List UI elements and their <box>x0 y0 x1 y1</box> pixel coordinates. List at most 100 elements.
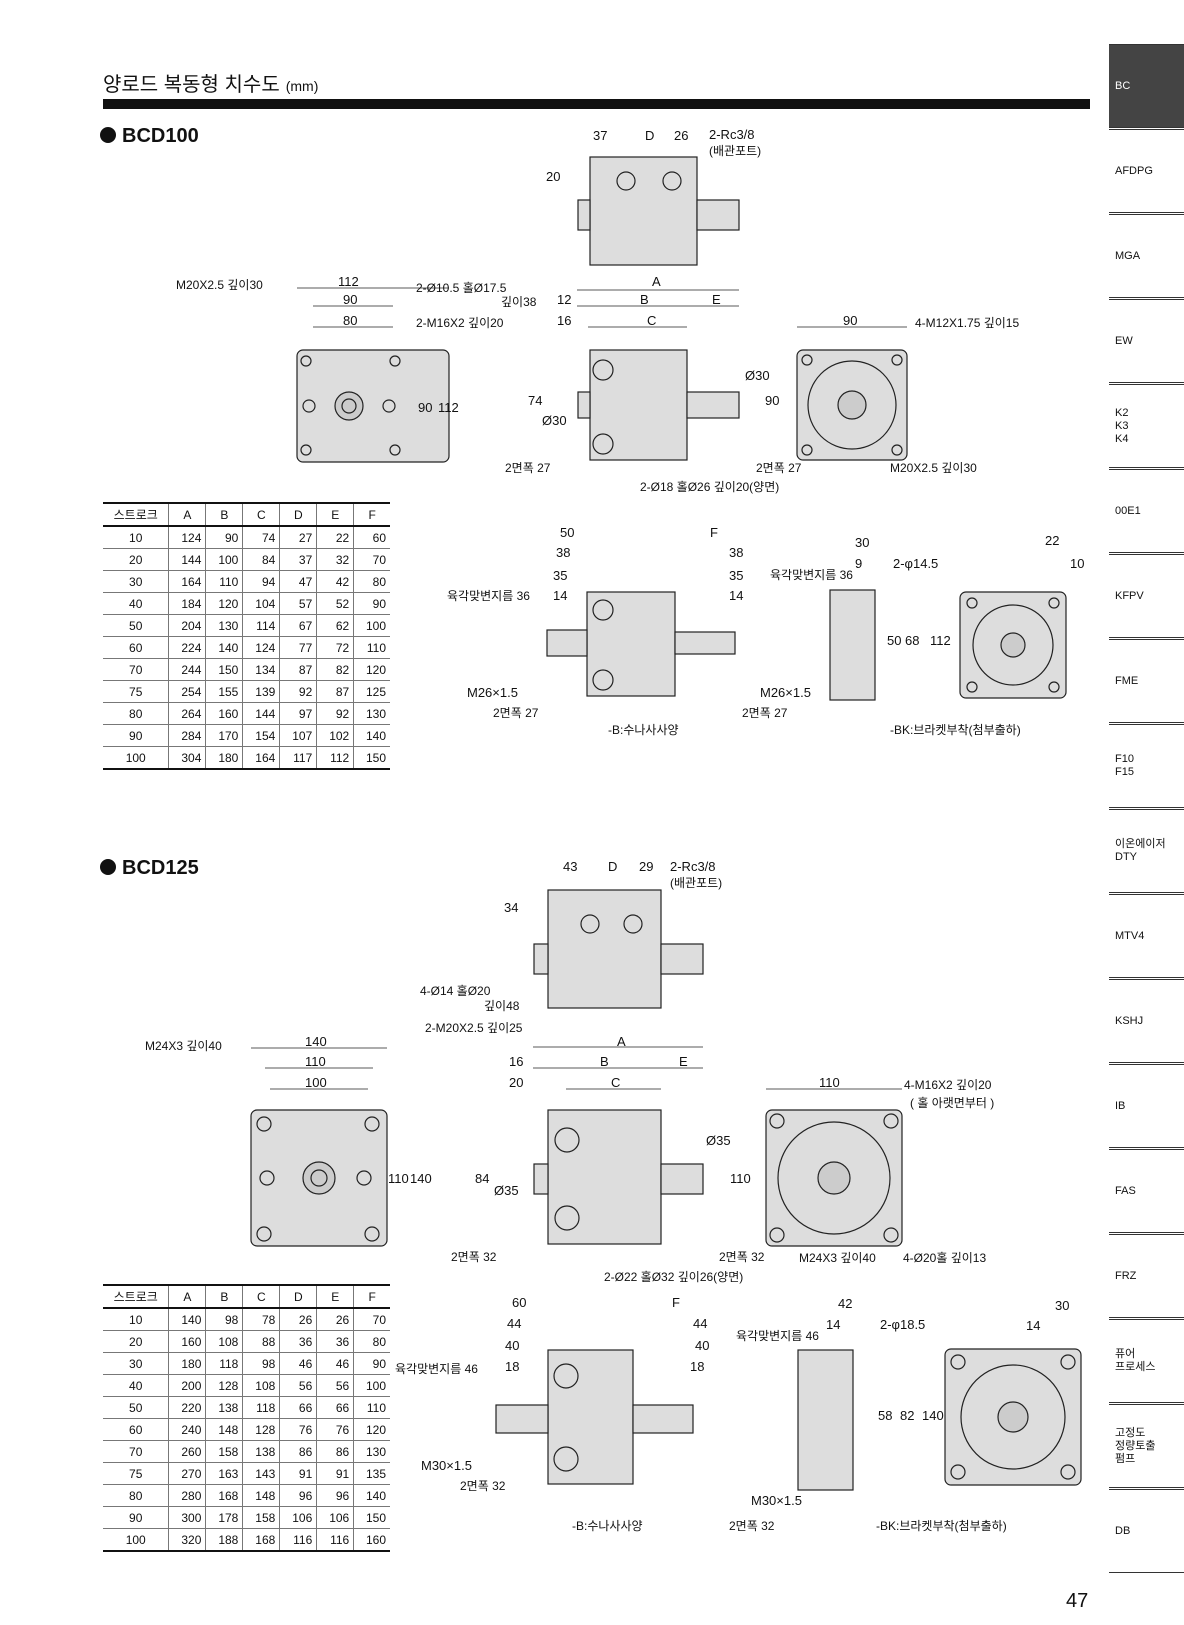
table-cell: 117 <box>279 746 317 770</box>
bcd100-b-dim-50: 50 <box>560 525 574 540</box>
table-cell: 270 <box>168 1462 206 1485</box>
bcd125-rear-tap: 4-M16X2 깊이20 <box>904 1078 992 1092</box>
table-cell: 204 <box>168 614 206 637</box>
bcd125-rear-w: 110 <box>819 1075 840 1090</box>
table-cell: 116 <box>279 1528 317 1552</box>
bcd125-b-thread-r: M30×1.5 <box>751 1493 802 1508</box>
sidebar-tab[interactable]: FRZ <box>1109 1234 1184 1318</box>
table-cell: 107 <box>279 724 317 747</box>
bcd125-rear-view <box>765 1109 903 1247</box>
sidebar-tab[interactable]: BC <box>1109 44 1184 128</box>
sidebar-tab[interactable]: KFPV <box>1109 554 1184 638</box>
table-cell: 110 <box>353 1396 390 1419</box>
table-cell: 260 <box>168 1440 206 1463</box>
table-cell: 100 <box>353 1374 390 1397</box>
sidebar-tab[interactable]: MTV4 <box>1109 894 1184 978</box>
bcd125-rear-thread: M24X3 깊이40 <box>799 1251 876 1265</box>
table-cell: 264 <box>168 702 206 725</box>
table-cell: 128 <box>242 1418 280 1441</box>
table-cell: 164 <box>168 570 206 593</box>
table-cell: 92 <box>316 702 354 725</box>
table-cell: 139 <box>242 680 280 703</box>
table-cell: 150 <box>353 1506 390 1529</box>
table-cell: 140 <box>168 1308 206 1331</box>
bcd125-port-sub: (배관포트) <box>670 876 722 890</box>
sidebar-tab[interactable]: IB <box>1109 1064 1184 1148</box>
bcd100-rear-thread: M20X2.5 깊이30 <box>890 461 977 475</box>
table-cell: 22 <box>316 526 354 549</box>
bcd100-bk-h-112: 112 <box>930 633 951 648</box>
table-cell: 70 <box>103 1440 169 1463</box>
sidebar-tab[interactable]: 00E1 <box>1109 469 1184 553</box>
table-cell: 47 <box>279 570 317 593</box>
bcd125-b-dim-40: 40 <box>505 1338 519 1353</box>
bcd100-rear-tap: 4-M12X1.75 깊이15 <box>915 316 1019 330</box>
bcd125-rear-h: 110 <box>730 1171 751 1186</box>
table-cell: 320 <box>168 1528 206 1552</box>
sidebar-tab[interactable]: EW <box>1109 299 1184 383</box>
table-cell: 125 <box>353 680 390 703</box>
column-header: A <box>168 1284 206 1309</box>
bcd125-dim-b: B <box>600 1054 609 1069</box>
bcd125-front-dim-3: 100 <box>305 1075 327 1090</box>
sidebar-tab[interactable]: MGA <box>1109 214 1184 298</box>
bcd125-bk-caption: -BK:브라켓부착(첨부출하) <box>876 1519 1007 1533</box>
table-cell: 10 <box>103 1308 169 1331</box>
table-cell: 130 <box>353 702 390 725</box>
table-cell: 56 <box>279 1374 317 1397</box>
bcd125-bk-variant-view <box>797 1348 1082 1491</box>
sidebar-tab[interactable]: 고정도 정량토출 펌프 <box>1109 1404 1184 1488</box>
sidebar-tab[interactable]: 퓨어 프로세스 <box>1109 1319 1184 1403</box>
sidebar-tab[interactable]: FME <box>1109 639 1184 723</box>
bcd125-bk-dim-14-r: 14 <box>1026 1318 1040 1333</box>
table-cell: 91 <box>316 1462 354 1485</box>
bcd125-rod-dia: Ø35 <box>494 1183 519 1198</box>
table-cell: 90 <box>103 1506 169 1529</box>
bcd125-thread: M24X3 깊이40 <box>145 1039 222 1053</box>
table-cell: 98 <box>242 1352 280 1375</box>
bcd125-bk-h-82: 82 <box>900 1408 914 1423</box>
table-cell: 60 <box>353 526 390 549</box>
bullet-icon <box>100 127 116 143</box>
bcd100-bk-caption: -BK:브라켓부착(첨부출하) <box>890 723 1021 737</box>
table-cell: 154 <box>242 724 280 747</box>
table-cell: 80 <box>103 702 169 725</box>
table-cell: 118 <box>242 1396 280 1419</box>
section-bcd100-name: BCD100 <box>122 125 199 147</box>
bcd100-bk-dim-9: 9 <box>855 556 862 571</box>
sidebar-tab[interactable]: F10 F15 <box>1109 724 1184 808</box>
bcd100-b-dim-35-r: 35 <box>729 568 743 583</box>
sidebar-tab[interactable]: K2 K3 K4 <box>1109 384 1184 468</box>
table-cell: 97 <box>279 702 317 725</box>
sidebar-tab[interactable]: FAS <box>1109 1149 1184 1233</box>
table-cell: 130 <box>353 1440 390 1463</box>
bcd100-rear-h: 90 <box>765 393 779 408</box>
bcd125-b-f: F <box>672 1295 680 1310</box>
table-cell: 130 <box>205 614 243 637</box>
bcd100-bk-dim-10: 10 <box>1070 556 1084 571</box>
sidebar-tab[interactable]: AFDPG <box>1109 129 1184 213</box>
bcd125-left-16: 16 <box>509 1054 523 1069</box>
sidebar-tab[interactable]: 이온에이저 DTY <box>1109 809 1184 893</box>
sidebar-tab[interactable]: DB <box>1109 1489 1184 1573</box>
bcd100-rear-view <box>796 349 908 461</box>
sidebar-tab[interactable]: KSHJ <box>1109 979 1184 1063</box>
bcd125-port: 2-Rc3/8 <box>670 859 716 874</box>
table-cell: 76 <box>316 1418 354 1441</box>
bcd100-hole: 2-Ø10.5 홀Ø17.5 <box>416 281 507 295</box>
bcd125-left-20: 20 <box>509 1075 523 1090</box>
bcd125-b-dim-60: 60 <box>512 1295 526 1310</box>
bcd125-top-dim-2: D <box>608 859 617 874</box>
bcd125-b-dim-44-r: 44 <box>693 1316 707 1331</box>
table-cell: 224 <box>168 636 206 659</box>
table-cell: 280 <box>168 1484 206 1507</box>
bcd125-b-dim-40-r: 40 <box>695 1338 709 1353</box>
bcd125-front-dim-1: 140 <box>305 1034 327 1049</box>
bcd100-port-hole: 2-Ø18 홀Ø26 깊이20(양면) <box>640 480 779 494</box>
